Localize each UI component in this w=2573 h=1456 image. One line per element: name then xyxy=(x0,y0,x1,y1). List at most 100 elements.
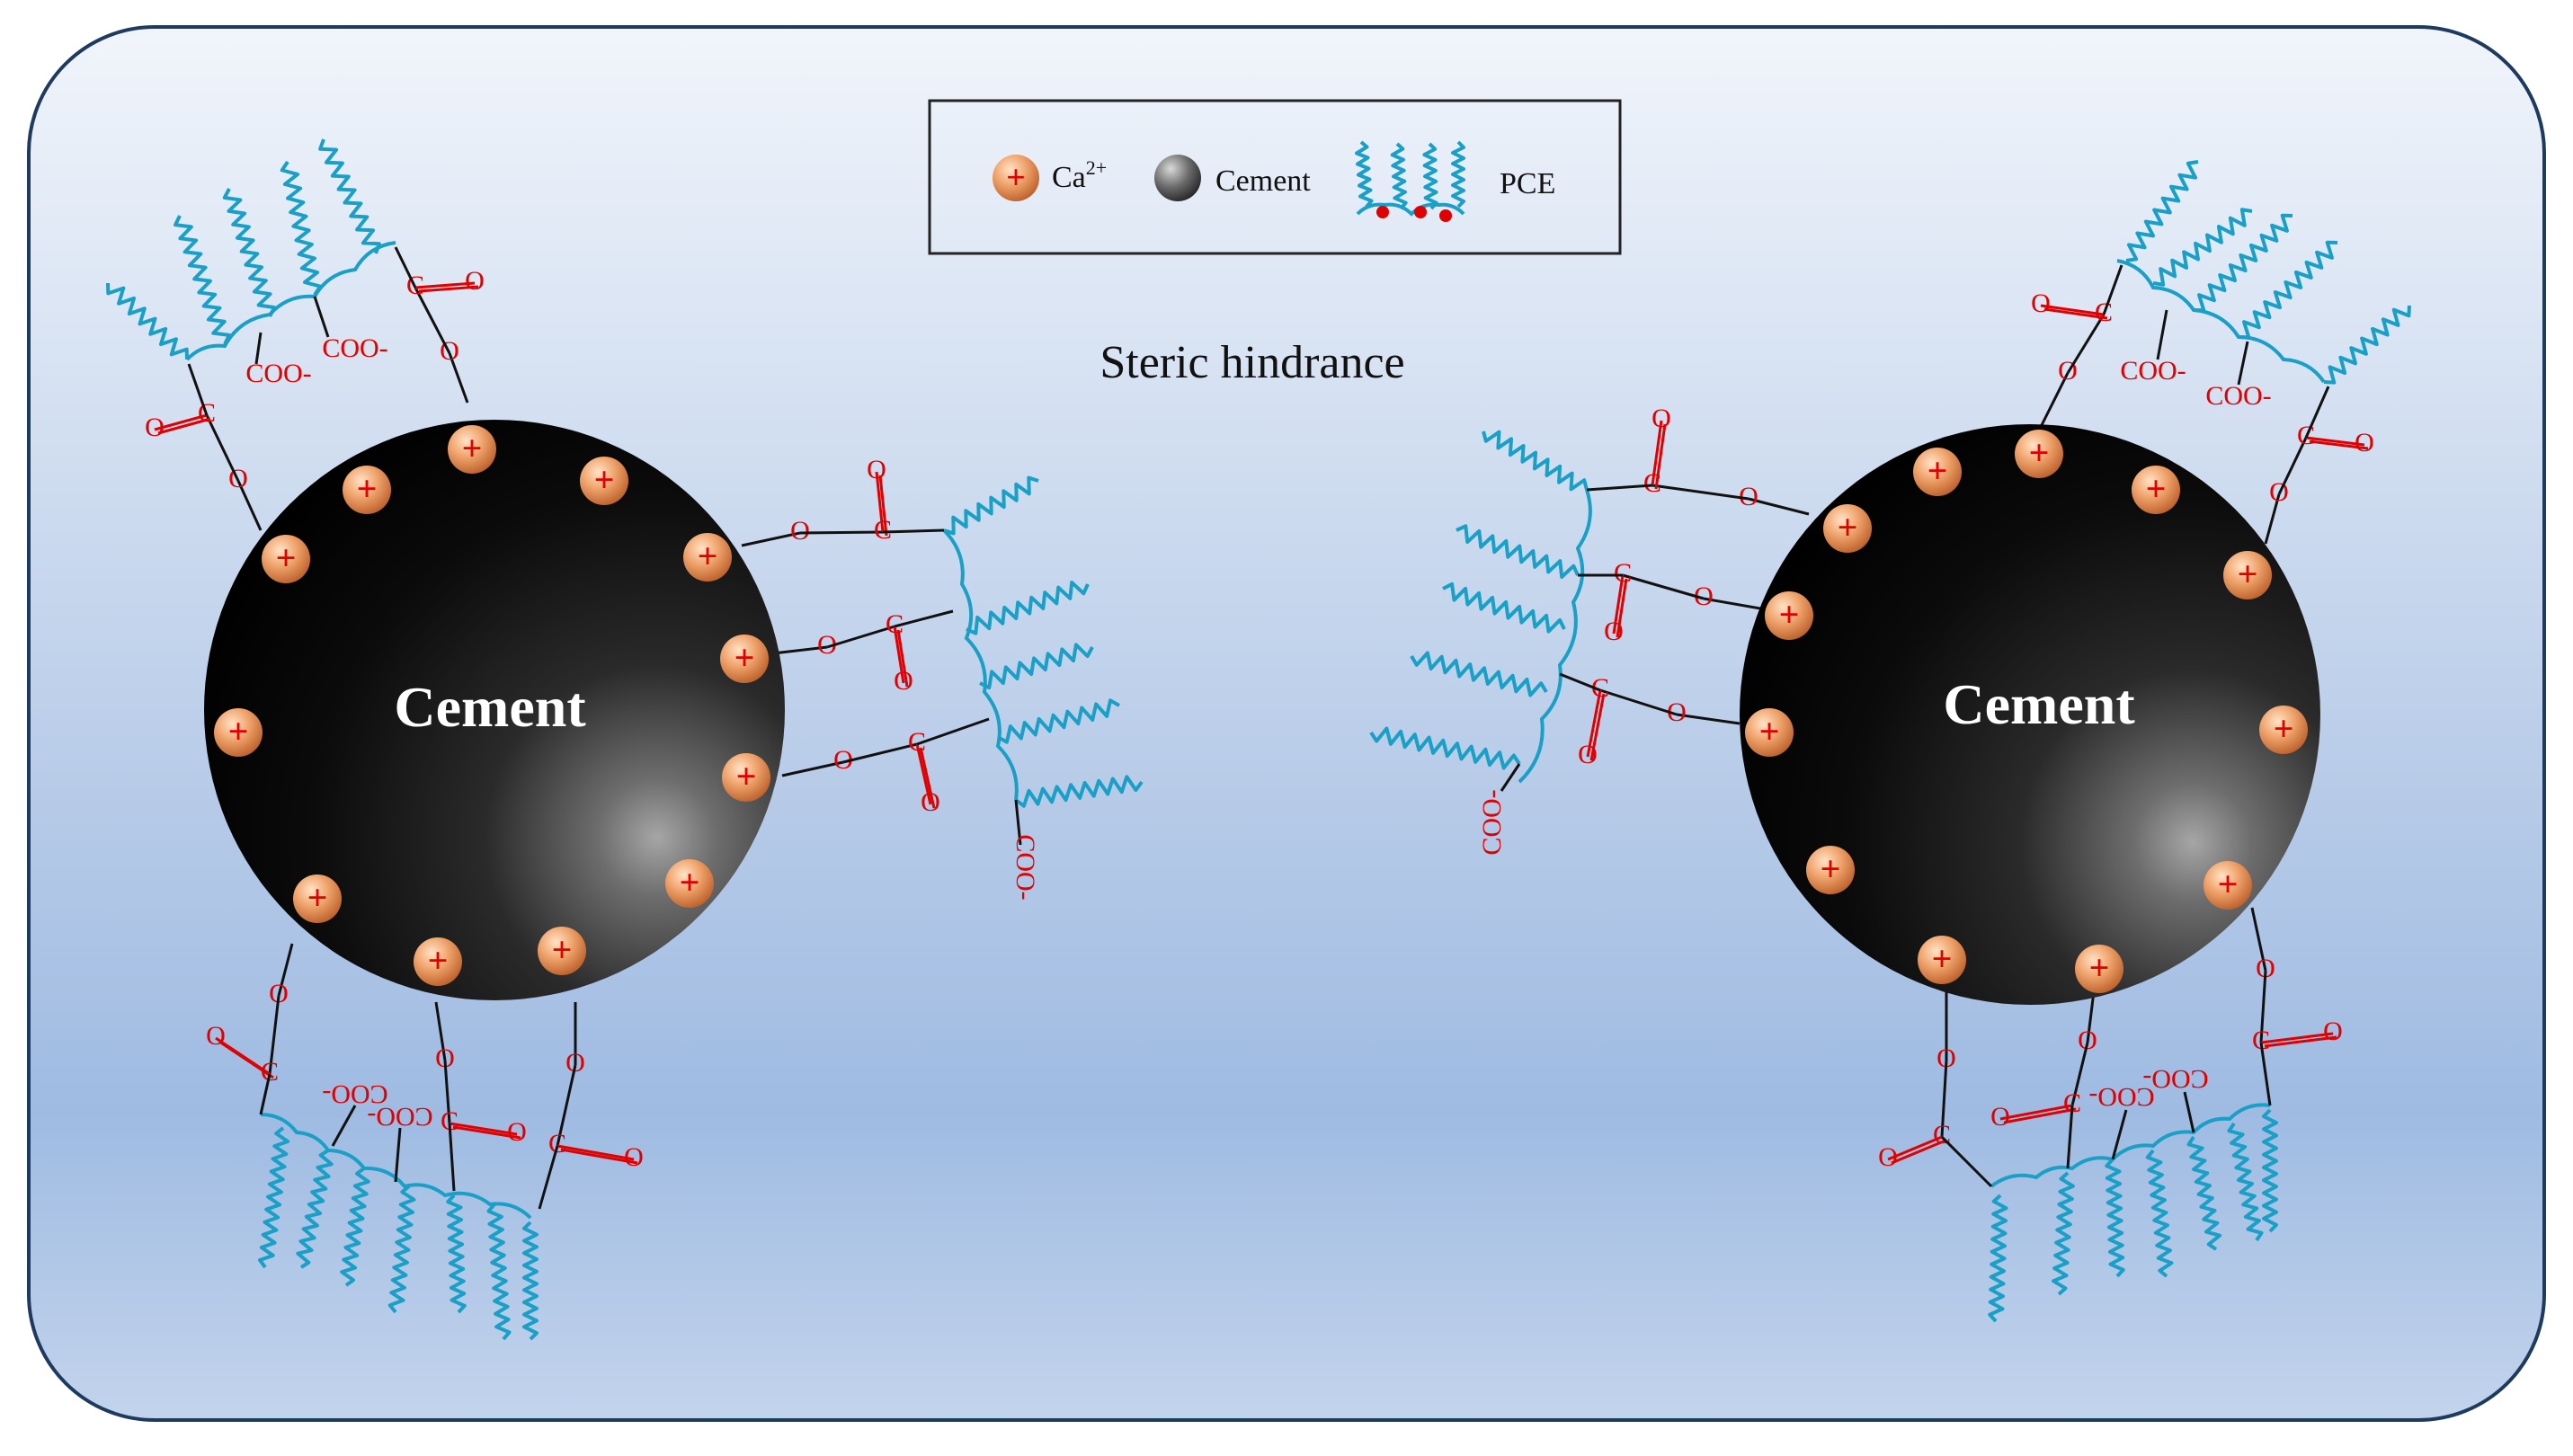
carbonyl-double-bond xyxy=(1612,574,1625,635)
carbonyl-double-bond xyxy=(919,747,936,809)
carbonyl-double-bond xyxy=(915,743,932,805)
surface-bond xyxy=(772,645,828,655)
carbonyl-oxygen: O xyxy=(2323,1017,2343,1046)
carbonyl-oxygen: O xyxy=(1604,617,1624,646)
ca-ion-plus: + xyxy=(428,940,449,981)
ca-ion-plus: + xyxy=(276,537,297,578)
ca-ion xyxy=(1823,504,1872,553)
ca-ion xyxy=(538,927,586,975)
pce-side-chain xyxy=(1410,651,1548,697)
ester-oxygen: O xyxy=(2078,1025,2097,1055)
ester-bond xyxy=(1940,1060,1948,1138)
steric-hindrance-label: Steric hindrance xyxy=(1100,337,1404,388)
ca-ion-plus: + xyxy=(552,929,573,970)
ca-ion-plus: + xyxy=(2089,947,2110,988)
carbonyl-double-bond xyxy=(1999,1104,2073,1121)
ca-ion-plus: + xyxy=(1779,594,1800,635)
ester-bond xyxy=(1622,573,1705,600)
carbonyl-double-bond xyxy=(218,1040,274,1079)
pce-side-chain xyxy=(966,581,1090,635)
ca-ion xyxy=(665,859,714,908)
carbonyl-oxygen: O xyxy=(1878,1142,1898,1172)
cement-particle-left-label: Cement xyxy=(394,675,586,739)
pce-side-chain xyxy=(340,1167,370,1287)
ca-ion xyxy=(262,535,310,583)
carbonyl-oxygen: O xyxy=(145,413,165,442)
pce-side-chain xyxy=(2227,1122,2264,1242)
carbonyl-double-bond xyxy=(449,1122,518,1136)
ca-ion-plus: + xyxy=(2029,432,2050,473)
pce-side-chain xyxy=(2262,1108,2278,1233)
pce-side-chain xyxy=(997,698,1120,744)
ca-ion xyxy=(1806,846,1855,894)
cement-legend-icon xyxy=(1154,155,1201,201)
pce-side-chain xyxy=(174,215,231,345)
ca-ion xyxy=(2204,861,2252,910)
carbonyl-double-bond xyxy=(560,1148,638,1165)
backbone-bond xyxy=(448,1123,456,1192)
surface-bond xyxy=(2250,907,2267,972)
ca-ion xyxy=(214,708,263,757)
pce-side-chain xyxy=(387,1185,416,1314)
carbonyl-oxygen: O xyxy=(894,666,913,696)
pce-backbone-bottomright xyxy=(1990,1103,2271,1188)
carbonyl-double-bond xyxy=(2040,304,2105,316)
carbonyl-double-bond xyxy=(452,1125,521,1140)
backbone-bond xyxy=(254,332,263,365)
pce-backbone-topright xyxy=(2116,259,2326,384)
pce-legend-icon xyxy=(1355,140,1465,222)
surface-bond xyxy=(236,480,263,531)
ca-ion-plus: + xyxy=(1928,450,1948,491)
ca-ion xyxy=(2223,551,2272,599)
surface-bond xyxy=(277,943,294,997)
carbonyl-double-bond xyxy=(2043,307,2108,320)
ester-oxygen: O xyxy=(2256,954,2275,983)
legend-cement-label: Cement xyxy=(1215,164,1311,198)
ca-ion xyxy=(2015,430,2063,478)
ester-bond xyxy=(443,1060,451,1124)
carboxylate-label: COO- xyxy=(367,1102,432,1132)
legend-pce-backbone xyxy=(1356,202,1465,217)
backbone-bond xyxy=(394,1127,402,1183)
pce-side-chain xyxy=(1482,430,1589,492)
backbone-bond xyxy=(394,246,417,289)
ester-bond xyxy=(556,1064,577,1147)
carbonyl-double-bond xyxy=(1654,423,1667,490)
carbonyl-double-bond xyxy=(556,1144,635,1161)
ca-ion-legend-icon xyxy=(993,155,1039,201)
pce-side-chain xyxy=(318,138,381,254)
backbone-bond xyxy=(2304,386,2330,439)
backbone-bond xyxy=(331,1105,357,1147)
carboxylate-label: COO- xyxy=(2088,1082,2154,1112)
carbonyl-double-bond xyxy=(2309,439,2369,450)
ca-ion-plus: + xyxy=(680,862,700,902)
carbonyl-double-bond xyxy=(2264,1035,2337,1048)
ca-ion-plus: + xyxy=(2238,554,2258,594)
carboxylate-label: COO- xyxy=(322,1079,387,1109)
carbonyl-double-bond xyxy=(2260,1032,2334,1044)
carboxylate-label: COO- xyxy=(2142,1064,2208,1094)
pce-side-chain xyxy=(2052,1171,2075,1296)
ca-ion xyxy=(1918,936,1966,984)
carbonyl-double-bond xyxy=(878,475,888,537)
ester-bond xyxy=(2070,1042,2089,1106)
pce-side-chain xyxy=(1456,524,1580,579)
surface-bond xyxy=(2039,372,2070,428)
ca-ion-plus: + xyxy=(1932,938,1953,979)
backbone-bond xyxy=(259,1073,272,1115)
carbonyl-double-bond xyxy=(154,413,208,431)
pce-chains: COO-COO-OCOOCOCOO-OCOOCOOCOOCOOCOOCOCOO-… xyxy=(106,138,2411,1341)
carbonyl-oxygen: O xyxy=(507,1117,527,1147)
ester-bond xyxy=(799,530,884,535)
ester-bond xyxy=(2259,970,2267,1043)
pce-side-chain xyxy=(486,1203,512,1341)
pce-side-chain xyxy=(2186,1135,2222,1251)
pce-side-chain xyxy=(943,475,1039,536)
carboxylate-label: COO- xyxy=(322,333,387,363)
backbone-bond xyxy=(2102,264,2123,315)
ca-ion xyxy=(414,937,462,986)
pce-side-chain xyxy=(2152,208,2253,287)
ca-ion xyxy=(722,753,770,802)
carbonyl-double-bond xyxy=(414,281,476,289)
